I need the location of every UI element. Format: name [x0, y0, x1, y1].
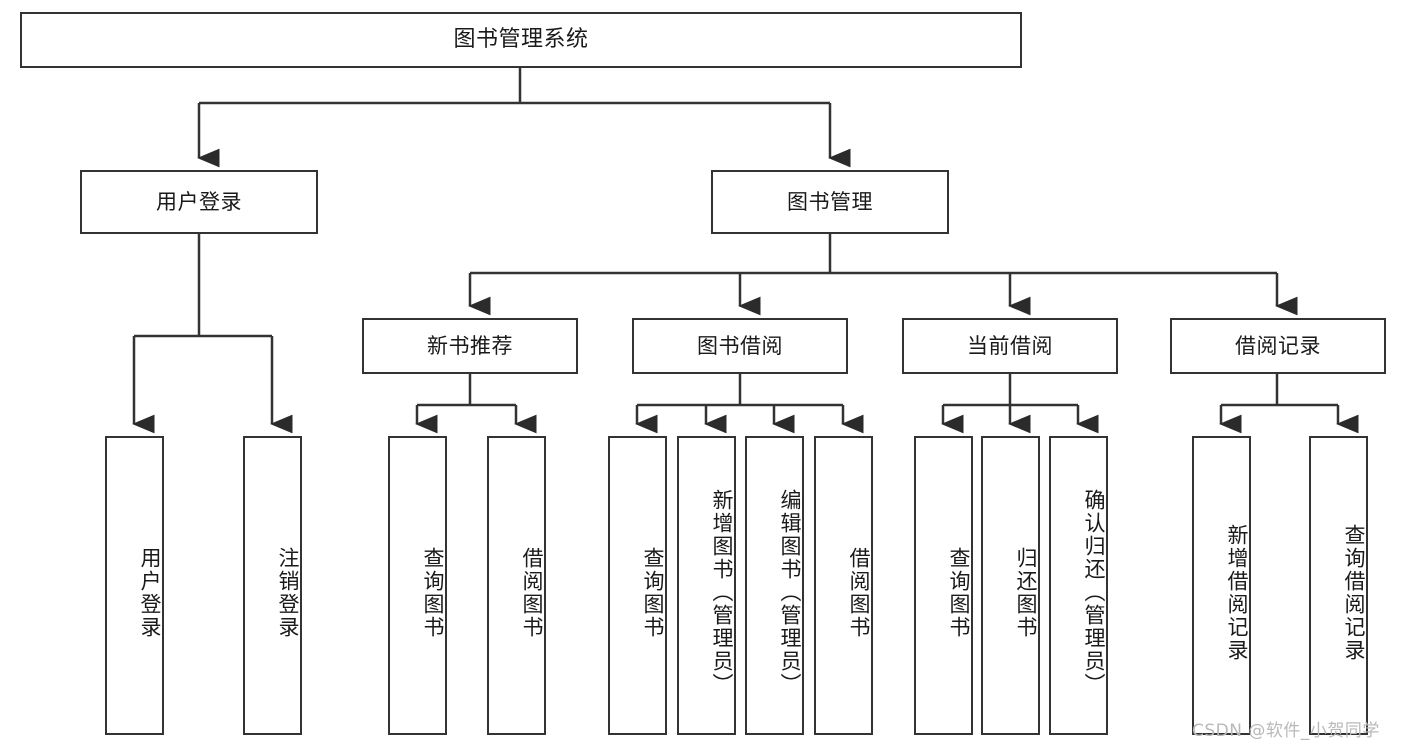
leaf-new-book-query[interactable]: 查询图书 — [388, 436, 447, 735]
node-root[interactable]: 图书管理系统 — [20, 12, 1022, 68]
node-current-borrow[interactable]: 当前借阅 — [902, 318, 1118, 374]
leaf-user-login-signout[interactable]: 注销登录 — [243, 436, 302, 735]
leaf-current-borrow-query[interactable]: 查询图书 — [914, 436, 973, 735]
leaf-new-book-borrow[interactable]: 借阅图书 — [487, 436, 546, 735]
node-book-management[interactable]: 图书管理 — [711, 170, 949, 234]
leaf-book-borrow-edit[interactable]: 编辑图书（管理员） — [745, 436, 804, 735]
node-new-book-recommend[interactable]: 新书推荐 — [362, 318, 578, 374]
leaf-book-borrow-query[interactable]: 查询图书 — [608, 436, 667, 735]
leaf-borrow-record-query[interactable]: 查询借阅记录 — [1309, 436, 1368, 735]
leaf-user-login-signin[interactable]: 用户登录 — [105, 436, 164, 735]
leaf-current-borrow-return[interactable]: 归还图书 — [981, 436, 1040, 735]
node-book-borrow[interactable]: 图书借阅 — [632, 318, 848, 374]
node-user-login[interactable]: 用户登录 — [80, 170, 318, 234]
node-borrow-record[interactable]: 借阅记录 — [1170, 318, 1386, 374]
leaf-current-borrow-confirm-return[interactable]: 确认归还（管理员） — [1049, 436, 1108, 735]
leaf-borrow-record-add[interactable]: 新增借阅记录 — [1192, 436, 1251, 735]
leaf-book-borrow-add[interactable]: 新增图书（管理员） — [677, 436, 736, 735]
watermark: CSDN @软件_小贺同学 — [1192, 721, 1380, 741]
leaf-book-borrow-borrow[interactable]: 借阅图书 — [814, 436, 873, 735]
